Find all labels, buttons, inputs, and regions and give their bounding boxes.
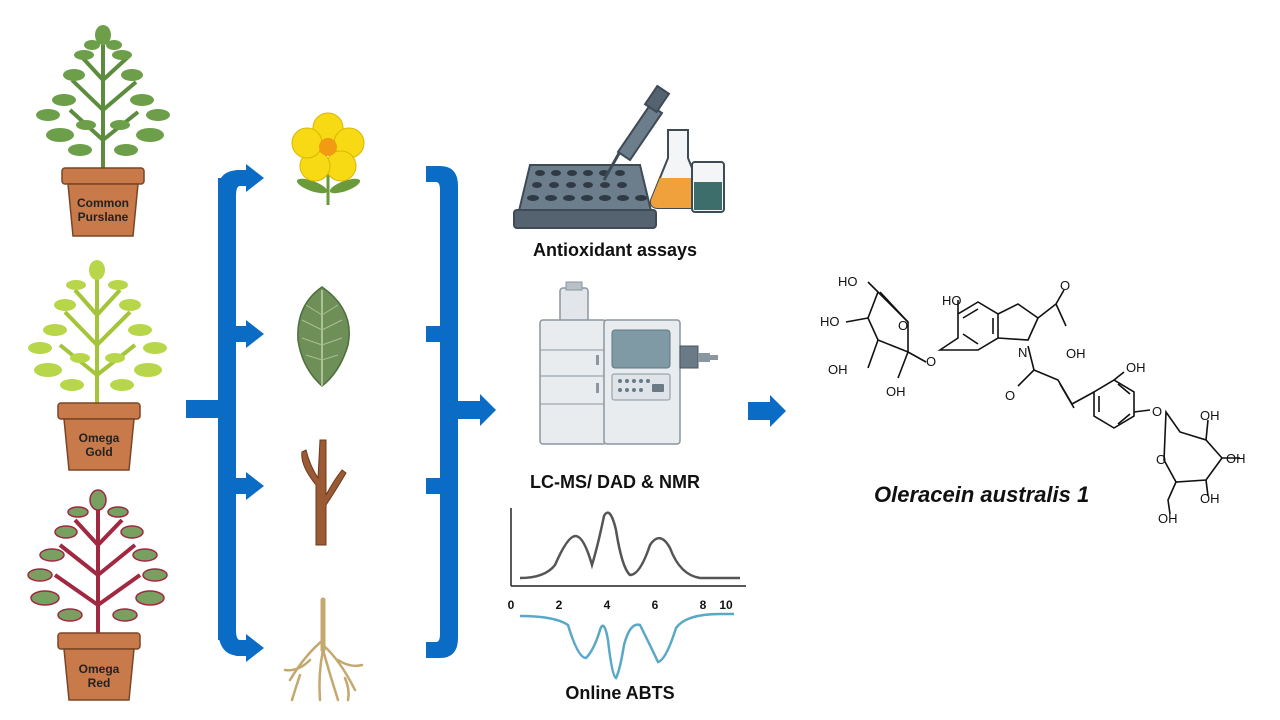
plant-omega-gold (28, 260, 167, 471)
atom-label: OH (1200, 408, 1220, 423)
beaker-icon (691, 161, 725, 213)
abts-trace (519, 612, 734, 680)
chem-atom-labels: HO HO HO O O OH OH O OH N O OH O O OH OH… (820, 274, 1246, 526)
atom-label: OH (1200, 491, 1220, 506)
caption-online-abts: Online ABTS (565, 683, 675, 703)
atom-label: HO (838, 274, 858, 289)
pot-label-line: Red (87, 676, 111, 690)
atom-label: O (898, 318, 908, 333)
atom-label: N (1018, 345, 1027, 360)
pot-label-omega-red: Omega Red (59, 662, 139, 690)
flower-icon (291, 112, 365, 205)
compound-name: Oleracein australis 1 (874, 482, 1090, 507)
pot-rim (61, 167, 145, 185)
result-arrow (748, 395, 786, 427)
leaf-icon (297, 286, 350, 387)
root-icon (283, 597, 364, 702)
pot-label-line: Gold (85, 445, 113, 459)
tick-label: 2 (556, 598, 563, 612)
assay-plate-icon (513, 164, 657, 229)
pot-label-common-purslane: Common Purslane (63, 196, 143, 224)
pipette-icon (602, 84, 671, 181)
atom-label: HO (942, 293, 962, 308)
tick-label: 6 (652, 598, 659, 612)
chemical-structure (845, 281, 1240, 515)
atom-label: OH (1126, 360, 1146, 375)
tick-label: 8 (700, 598, 707, 612)
pot-label-omega-gold: Omega Gold (59, 431, 139, 459)
stem-icon (301, 439, 347, 546)
merge-bracket (426, 166, 496, 658)
atom-label: OH (1066, 346, 1086, 361)
atom-label: O (1156, 452, 1166, 467)
caption-lcms: LC-MS/ DAD & NMR (530, 472, 700, 492)
atom-label: OH (1226, 451, 1246, 466)
atom-label: O (1152, 404, 1162, 419)
atom-label: OH (1158, 511, 1178, 526)
atom-label: O (1060, 278, 1070, 293)
caption-antioxidant-assays: Antioxidant assays (532, 240, 698, 260)
lcms-instrument-icon (539, 281, 718, 445)
pot-label-line: Purslane (77, 210, 129, 224)
x-axis-ticks: 0 2 4 6 8 10 (508, 598, 733, 612)
atom-label: OH (886, 384, 906, 399)
atom-label: HO (820, 314, 840, 329)
pot-body (67, 183, 139, 237)
tick-label: 0 (508, 598, 515, 612)
plant-omega-red (27, 489, 168, 701)
tick-label: 4 (604, 598, 611, 612)
split-bracket (186, 170, 246, 656)
lc-trace (519, 511, 740, 580)
branch-arrows (236, 164, 264, 662)
atom-label: O (926, 354, 936, 369)
tick-label: 10 (719, 598, 733, 612)
pot-label-line: Omega (78, 431, 120, 445)
plant-common-purslane (36, 25, 170, 237)
plant-foliage (68, 40, 140, 170)
atom-label: O (1005, 388, 1015, 403)
chromatogram: 0 2 4 6 8 10 (508, 508, 746, 680)
pot-label-line: Common (77, 196, 129, 210)
pot-label-line: Omega (78, 662, 120, 676)
atom-label: OH (828, 362, 848, 377)
